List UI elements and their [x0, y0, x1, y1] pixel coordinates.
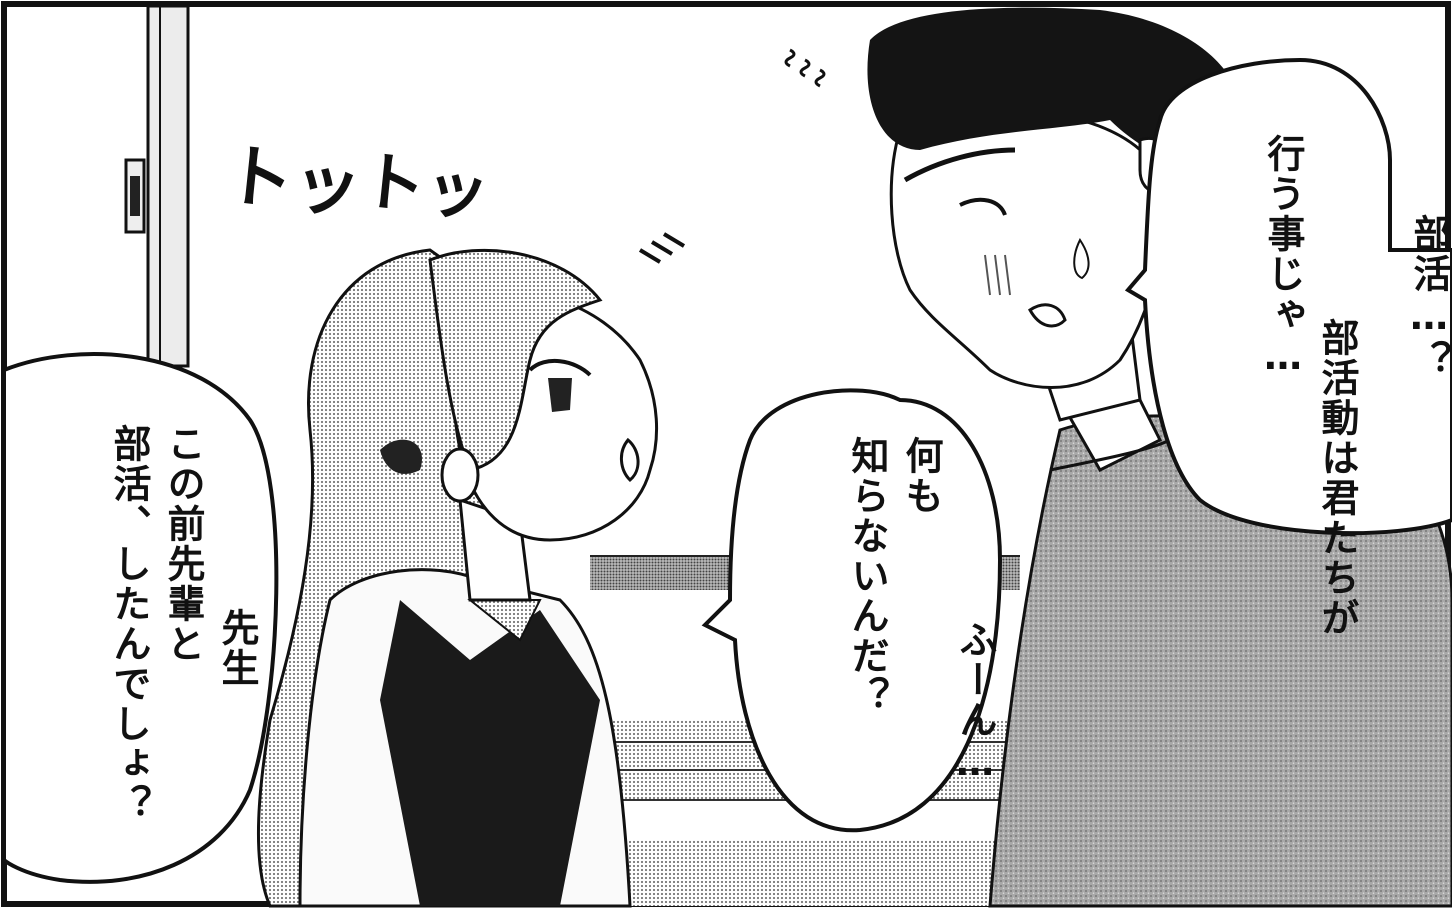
bubble-girl-center: ふーん… 何も知らないんだ？	[786, 436, 1056, 816]
bubble-girl-center-shape	[701, 388, 1003, 833]
bubble-girl-left: 先生この前先輩と部活、したんでしょ？	[48, 424, 318, 864]
teacher-right-line-1: 部活動は君たちが	[1315, 318, 1359, 638]
door-frame	[124, 4, 190, 368]
sfx-footsteps-2: トッ	[357, 144, 493, 232]
bubble-teacher-right: 部活動は君たちが行う事じゃ…	[1202, 134, 1418, 638]
bubble-teacher-right-shape	[1124, 57, 1452, 536]
teacher-character	[784, 7, 1452, 908]
girl-center-line-2: 何も	[899, 436, 943, 516]
teacher-right-line-2: 行う事じゃ…	[1261, 134, 1305, 380]
girl-left-line-2: この前先輩と	[161, 424, 205, 664]
bubble-girl-left-shape	[1, 352, 279, 884]
girl-left-line-1: 先生	[215, 608, 259, 688]
girl-character	[256, 248, 658, 908]
girl-left-line-3: 部活、したんでしょ？	[107, 424, 151, 824]
emphasis-lines	[638, 232, 686, 264]
sfx-footsteps-1: トッ	[221, 136, 366, 229]
girl-center-line-3: 知らないんだ？	[845, 436, 889, 716]
girl-center-line-1: ふーん…	[953, 620, 997, 786]
bubble-teacher-top: 部活…？	[1348, 30, 1452, 380]
teacher-top-line-1: 部活…？	[1407, 214, 1451, 380]
